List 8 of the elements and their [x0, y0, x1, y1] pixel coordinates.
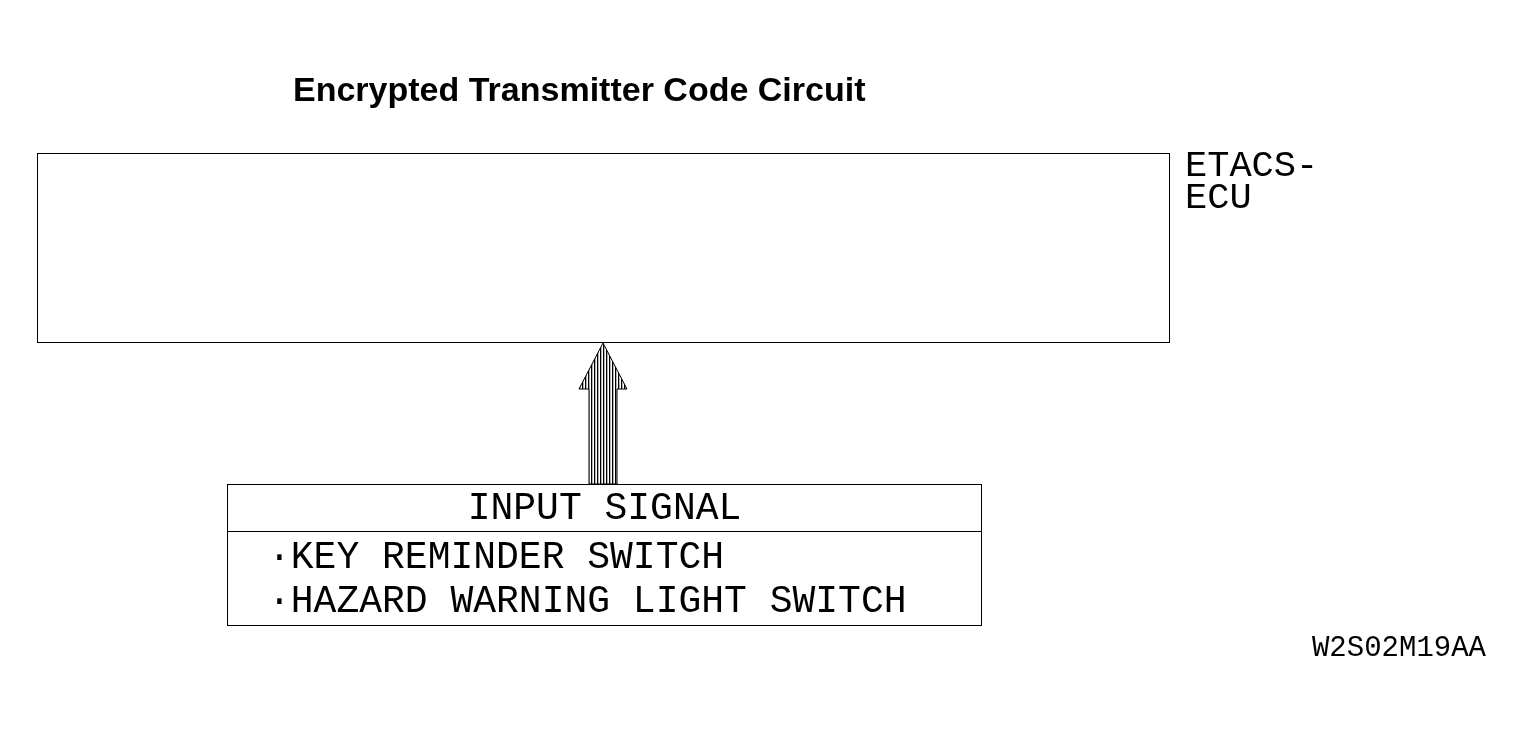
signal-list-item: ·HAZARD WARNING LIGHT SWITCH — [268, 581, 907, 623]
ecu-label: ETACS- ECU — [1185, 150, 1320, 214]
arrow — [578, 342, 628, 485]
signal-list-item: ·KEY REMINDER SWITCH — [268, 537, 725, 579]
input-signal-box — [227, 484, 982, 626]
box-heading: INPUT SIGNAL — [228, 485, 981, 532]
diagram-title: Encrypted Transmitter Code Circuit — [293, 70, 866, 109]
figure-code: W2S02M19AA — [1311, 632, 1486, 666]
